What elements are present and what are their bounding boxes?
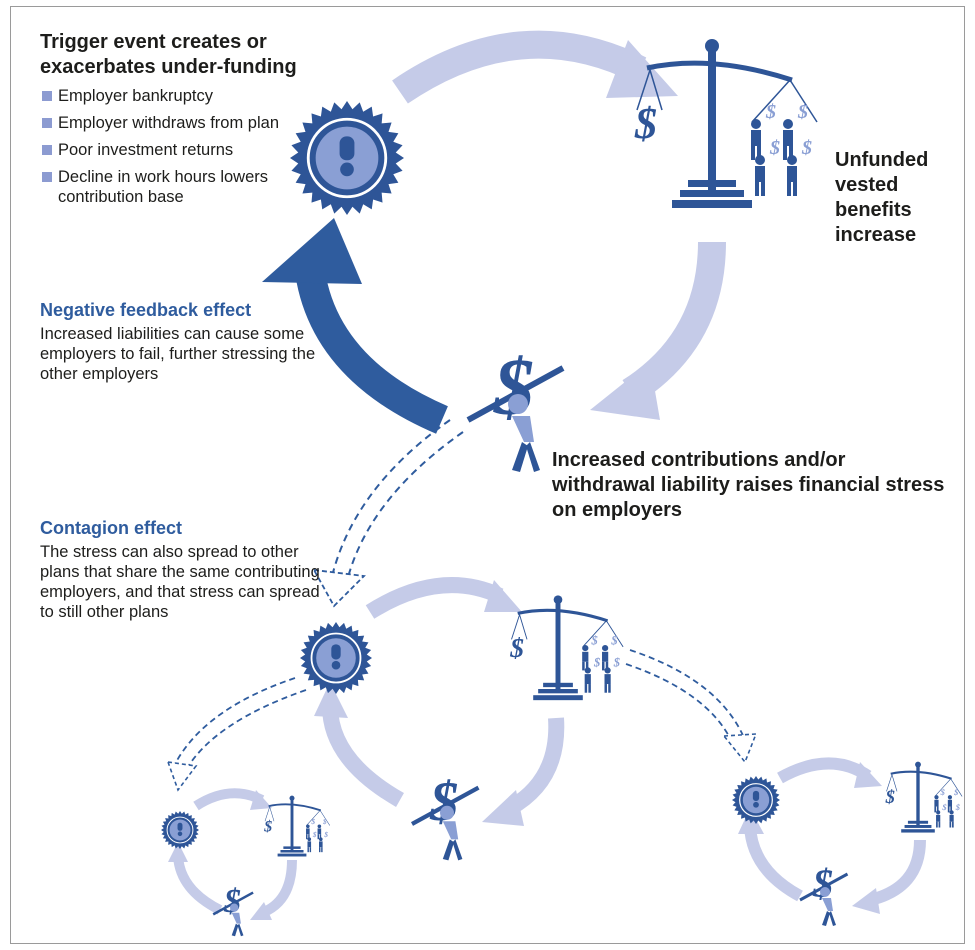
trigger-title: Trigger event creates or exacerbates und… [40, 31, 297, 78]
arrowhead-trigger-to-liabilities [606, 40, 678, 98]
trigger-list: Employer bankruptcy Employer withdraws f… [42, 86, 332, 214]
person-carrying-dollar-icon [468, 344, 563, 472]
arrowhead-negative-feedback [262, 218, 362, 284]
negative-feedback-body: Increased liabilities can cause some emp… [40, 325, 316, 383]
bullet-square [42, 172, 52, 182]
left-balance-scale-icon [262, 794, 331, 858]
right-person-carrying-dollar-icon [798, 859, 849, 928]
middle-balance-scale-icon [507, 593, 625, 702]
middle-cycle [166, 577, 758, 861]
trigger-item: Poor investment returns [42, 140, 332, 160]
main-cycle [262, 30, 817, 608]
arrow-negative-feedback [295, 269, 448, 434]
bullet-square [42, 91, 52, 101]
left-trigger-seal-icon [161, 811, 199, 849]
small-cycle-right [732, 757, 964, 928]
arrowhead-contagion [312, 568, 366, 608]
middle-person-carrying-dollar-icon [412, 771, 479, 861]
right-balance-scale-icon [883, 760, 964, 834]
arrowhead-liabilities-to-stress [590, 362, 660, 420]
contagion-body: The stress can also spread to other plan… [40, 543, 320, 621]
small-cycle-left [161, 788, 331, 938]
unfunded-label: Unfunded vested benefits increase [835, 149, 929, 246]
negative-feedback-title: Negative feedback effect [40, 300, 252, 320]
diagram-frame [10, 6, 965, 944]
trigger-item: Decline in work hours lowers contributio… [42, 167, 332, 207]
arrow-contagion-inner [345, 431, 464, 586]
contagion-title: Contagion effect [40, 518, 182, 538]
trigger-item: Employer withdraws from plan [42, 113, 332, 133]
right-trigger-seal-icon [732, 776, 780, 824]
trigger-item: Employer bankruptcy [42, 86, 332, 106]
middle-trigger-seal-icon [300, 622, 372, 694]
arrow-trigger-to-liabilities [392, 30, 647, 104]
arrow-contagion [329, 419, 451, 586]
bullet-square [42, 118, 52, 128]
bullet-square [42, 145, 52, 155]
increased-contributions-label: Increased contributions and/or withdrawa… [552, 449, 945, 521]
balance-scale-icon [634, 39, 817, 208]
